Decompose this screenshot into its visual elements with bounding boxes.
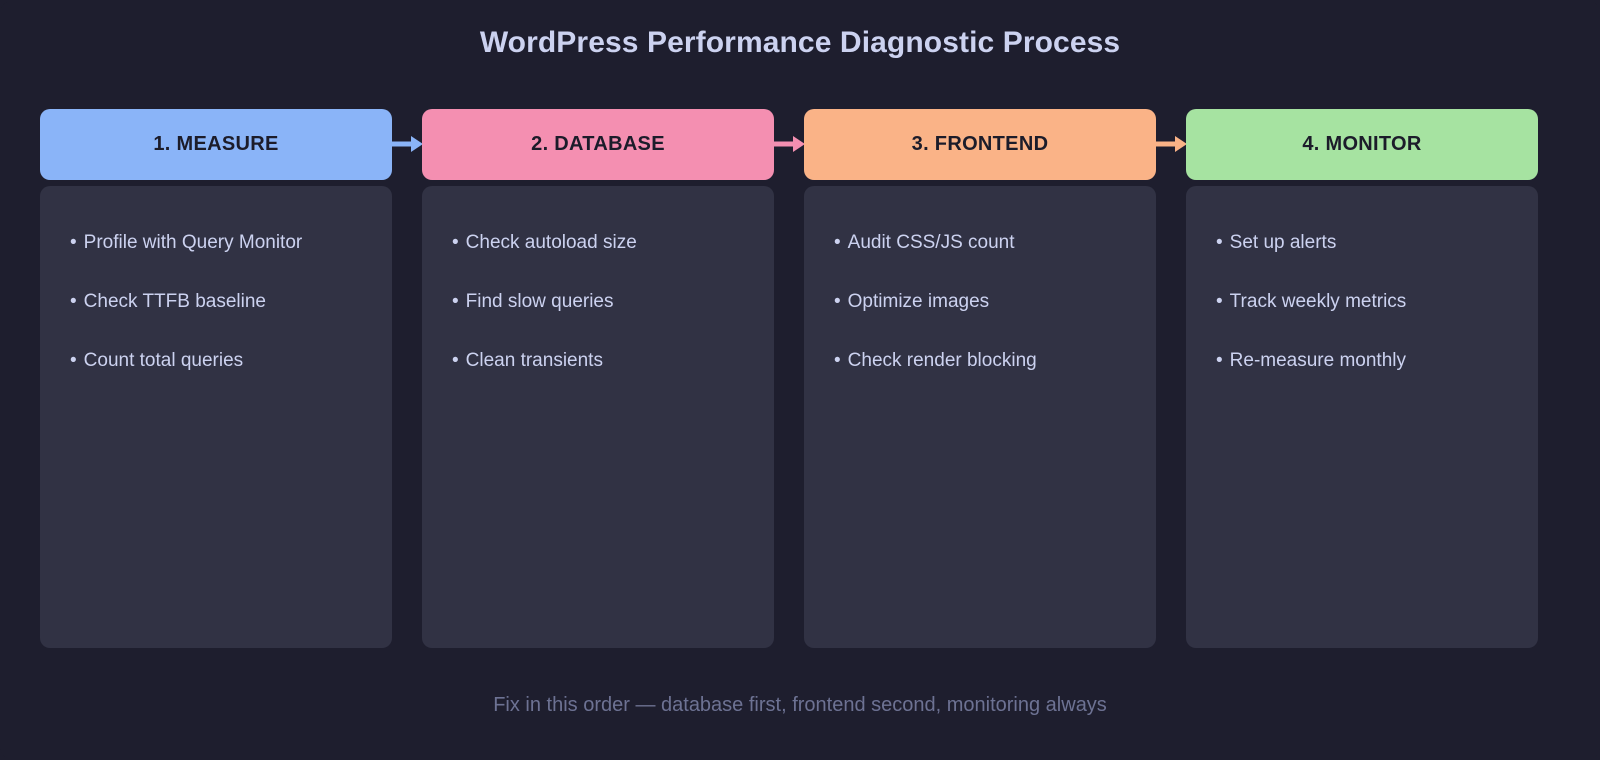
list-item-label: Optimize images	[847, 291, 990, 312]
process-flow: 1. MEASURE • Profile with Query Monitor •…	[40, 109, 1568, 648]
stage-item-list-3: • Audit CSS/JS count • Optimize images • Ch…	[804, 232, 1156, 372]
stage-body-4: • Set up alerts • Track weekly metrics • Re…	[1186, 186, 1538, 648]
list-item-label: Find slow queries	[465, 291, 614, 312]
list-item-label: Check autoload size	[465, 232, 637, 253]
list-item: • Check autoload size	[422, 232, 774, 254]
stage-body-2: •Check autoload size •Find slow queries …	[422, 186, 774, 648]
stage-header-2[interactable]: 2. DATABASE	[422, 109, 774, 180]
bullet-icon: •	[834, 291, 841, 312]
connector-gap-1	[391, 109, 423, 648]
stage-label-4: 4. MONITOR	[1302, 133, 1422, 155]
bullet-icon: •	[1216, 291, 1223, 312]
bullet-icon: •	[70, 291, 77, 312]
list-item-label: Re-measure monthly	[1229, 350, 1406, 371]
list-item-label: Check render blocking	[847, 350, 1037, 371]
list-item-label: Profile with Query Monitor	[83, 232, 303, 253]
bullet-icon: •	[70, 350, 77, 371]
footer-note: Fix in this order — database first, fron…	[493, 694, 1107, 716]
list-item: • Track weekly metrics	[1186, 291, 1538, 313]
bullet-icon: •	[1216, 232, 1223, 253]
list-item-label: Audit CSS/JS count	[847, 232, 1015, 253]
stage-label-1: 1. MEASURE	[153, 133, 279, 155]
bullet-icon: •	[1216, 350, 1223, 371]
arrow-right-icon	[391, 136, 423, 152]
stage-header-4[interactable]: 4. MONITOR	[1186, 109, 1538, 180]
stage-header-3[interactable]: 3. FRONTEND	[804, 109, 1156, 180]
stage-label-2: 2. DATABASE	[531, 133, 665, 155]
list-item: • Clean transients	[422, 350, 774, 372]
list-item: • Count total queries	[40, 350, 392, 372]
list-item: • Re-measure monthly	[1186, 350, 1538, 372]
connector-gap-2	[773, 109, 805, 648]
bullet-icon: •	[70, 232, 77, 253]
list-item: • Profile with Query Monitor	[40, 232, 392, 254]
stage-body-3: • Audit CSS/JS count • Optimize images • Ch…	[804, 186, 1156, 648]
stage-item-list-2: •Check autoload size •Find slow queries …	[422, 232, 774, 372]
arrow-right-icon	[1155, 136, 1187, 152]
bullet-icon: •	[452, 350, 459, 371]
stage-header-1[interactable]: 1. MEASURE	[40, 109, 392, 180]
bullet-icon: •	[452, 232, 459, 253]
stage-column-1[interactable]: 1. MEASURE • Profile with Query Monitor •…	[40, 109, 392, 648]
stage-item-list-1: • Profile with Query Monitor • Check TTFB …	[40, 232, 392, 372]
list-item-label: Track weekly metrics	[1229, 291, 1407, 312]
stage-column-4[interactable]: 4. MONITOR • Set up alerts • Track weekly …	[1186, 109, 1538, 648]
list-item: • Check TTFB baseline	[40, 291, 392, 313]
stage-label-3: 3. FRONTEND	[911, 133, 1049, 155]
stage-body-1: • Profile with Query Monitor • Check TTFB …	[40, 186, 392, 648]
list-item-label: Set up alerts	[1229, 232, 1337, 253]
stage-column-3[interactable]: 3. FRONTEND • Audit CSS/JS count • Optimiz…	[804, 109, 1156, 648]
arrow-right-icon	[773, 136, 805, 152]
stage-column-2[interactable]: 2. DATABASE • Check autoload size • Find s…	[422, 109, 774, 648]
connector-gap-3	[1155, 109, 1187, 648]
list-item: • Optimize images	[804, 291, 1156, 313]
bullet-icon: •	[452, 291, 459, 312]
list-item-label: Count total queries	[83, 350, 244, 371]
list-item: • Find slow queries	[422, 291, 774, 313]
stage-item-list-4: • Set up alerts • Track weekly metrics • Re…	[1186, 232, 1538, 372]
list-item-label: Check TTFB baseline	[83, 291, 266, 312]
list-item-label: Clean transients	[465, 350, 603, 371]
list-item: • Check render blocking	[804, 350, 1156, 372]
bullet-icon: •	[834, 232, 841, 253]
bullet-icon: •	[834, 350, 841, 371]
list-item: • Set up alerts	[1186, 232, 1538, 254]
list-item: • Audit CSS/JS count	[804, 232, 1156, 254]
page-title: WordPress Performance Diagnostic Process	[479, 26, 1121, 59]
